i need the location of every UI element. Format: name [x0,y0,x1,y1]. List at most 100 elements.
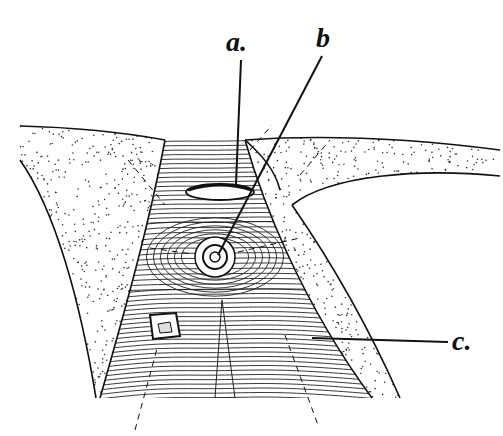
stipple-dot [147,207,149,209]
stipple-dot [386,152,388,154]
stipple-dot [100,187,102,189]
stipple-dot [80,278,82,280]
stipple-dot [280,152,282,154]
stipple-dot [98,151,100,153]
stipple-dot [109,250,111,252]
stipple-dot [62,131,64,133]
stipple-dot [298,254,300,256]
stipple-dot [77,140,79,142]
stipple-dot [105,174,107,176]
stipple-dot [72,144,74,146]
stipple-dot [150,165,152,167]
stipple-dot [382,152,384,154]
stipple-dot [145,200,147,202]
stipple-dot [300,276,302,278]
stipple-dot [299,189,301,191]
stipple-dot [132,226,134,228]
stipple-dot [68,241,70,243]
stipple-dot [357,334,359,336]
stipple-dot [106,208,108,210]
stipple-dot [58,159,60,161]
stipple-dot [322,270,324,272]
stipple-dot [125,262,127,264]
stipple-dot [335,327,337,329]
stipple-dot [130,159,132,161]
stipple-dot [140,168,142,170]
fibre-line [90,204,380,211]
stipple-dot [102,268,104,270]
stipple-dot [51,214,53,216]
stipple-dot [287,140,289,142]
stipple-dot [374,380,376,382]
stipple-dot [307,264,309,266]
stipple-dot [318,151,320,153]
stipple-dot [98,261,100,263]
stipple-dot [117,227,119,229]
stipple-dot [43,179,45,181]
stipple-dot [333,178,335,180]
stipple-dot [147,210,149,212]
stipple-dot [275,197,277,199]
stipple-dot [323,276,325,278]
stipple-dot [52,171,54,173]
stipple-dot [447,147,449,149]
stipple-dot [83,271,85,273]
stipple-dot [113,307,115,309]
stipple-dot [144,200,146,202]
stipple-dot [364,360,366,362]
stipple-dot [37,172,39,174]
stipple-dot [268,180,270,182]
stipple-dot [358,140,360,142]
stipple-dot [122,249,124,251]
stipple-dot [323,302,325,304]
stipple-dot [63,243,65,245]
stipple-dot [398,170,400,172]
stipple-dot [105,276,107,278]
stipple-dot [92,206,94,208]
stipple-dot [36,152,38,154]
stipple-dot [79,239,81,241]
stipple-dot [103,265,105,267]
stipple-dot [104,354,106,356]
stipple-dot [355,160,357,162]
stipple-dot [95,382,97,384]
stipple-dot [132,138,134,140]
stipple-dot [310,139,312,141]
stipple-dot [478,149,480,151]
stipple-dot [125,253,127,255]
stipple-dot [116,137,118,139]
stipple-dot [74,245,76,247]
stipple-dot [362,366,364,368]
stipple-dot [132,144,134,146]
stipple-dot [394,170,396,172]
stipple-dot [306,173,308,175]
stipple-dot [96,152,98,154]
stipple-dot [314,264,316,266]
stipple-dot [290,168,292,170]
stipple-dot [289,229,291,231]
stipple-dot [109,309,111,311]
stipple-dot [314,241,316,243]
stipple-dot [78,304,80,306]
stipple-dot [302,278,304,280]
stipple-dot [381,162,383,164]
stipple-dot [332,320,334,322]
stipple-dot [449,161,451,163]
stipple-dot [270,203,272,205]
stipple-dot [121,171,123,173]
stipple-dot [304,273,306,275]
stipple-dot [342,341,344,343]
stipple-dot [285,238,287,240]
stipple-dot [368,173,370,175]
dashed-lines [128,125,330,430]
stipple-dot [377,160,379,162]
stipple-dot [100,373,102,375]
stipple-dot [75,142,77,144]
stipple-dot [275,197,277,199]
stipple-dot [122,155,124,157]
stipple-dot [123,205,125,207]
stipple-dot [149,205,151,207]
stipple-dot [448,161,450,163]
stipple-dot [114,299,116,301]
